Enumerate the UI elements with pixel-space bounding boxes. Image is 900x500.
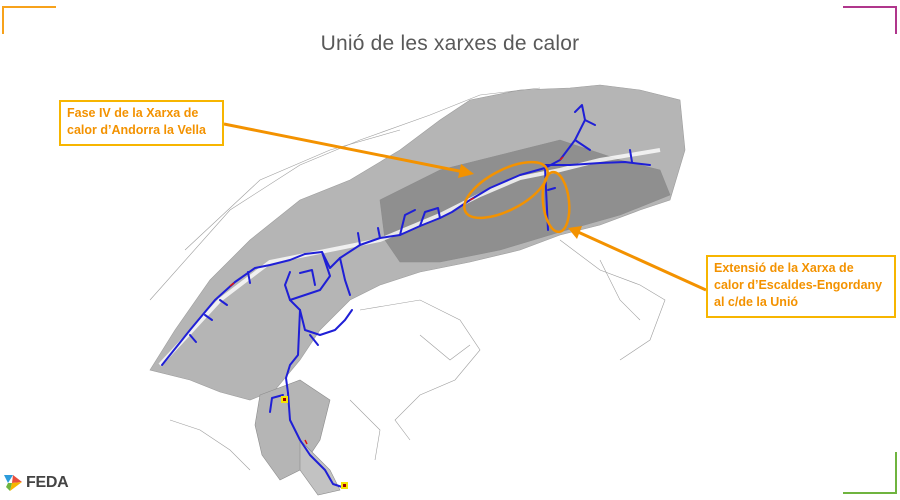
network-red-marks: [229, 156, 564, 445]
feda-triangle-logo-icon: [4, 475, 22, 491]
feda-logo: FEDA: [4, 474, 69, 492]
callout-extensio: Extensió de la Xarxa de calor d’Escaldes…: [706, 255, 896, 318]
map-contours: [149, 87, 666, 471]
corner-decoration-bottom-right: [843, 452, 897, 494]
callout-fase-iv-line1: Fase IV de la Xarxa de: [67, 106, 199, 120]
feda-logo-text: FEDA: [26, 474, 69, 491]
callout-extensio-line1: Extensió de la Xarxa de: [714, 261, 854, 275]
callout-extensio-line2: calor d’Escaldes-Engordany: [714, 278, 883, 292]
corner-decoration-top-left: [2, 6, 56, 34]
ellipse-extensio: [541, 170, 571, 234]
slide-title: Unió de les xarxes de calor: [320, 32, 580, 55]
ellipse-fase-iv: [463, 160, 549, 220]
callout-extensio-line3: al c/de la Unió: [714, 295, 799, 309]
callout-fase-iv: Fase IV de la Xarxa de calor d’Andorra l…: [59, 100, 224, 146]
callout-arrows: [223, 122, 707, 292]
heat-network-lines: [161, 104, 651, 489]
highlight-ellipses: [463, 160, 571, 234]
heat-plant-markers: [281, 396, 348, 489]
corner-decoration-top-right: [843, 6, 897, 34]
callout-fase-iv-line2: calor d’Andorra la Vella: [67, 123, 206, 137]
